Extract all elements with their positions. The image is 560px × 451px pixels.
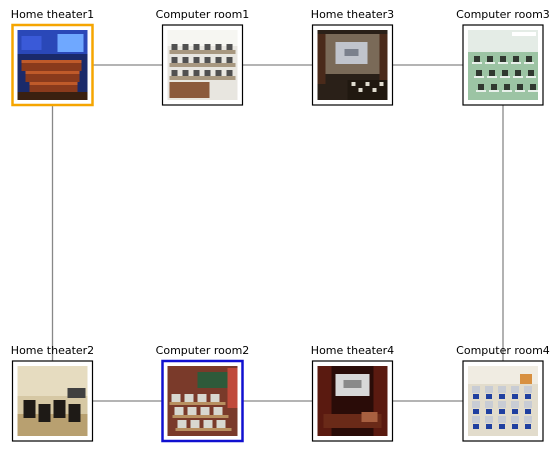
node-label: Home theater2 [11,344,94,357]
node-cr4[interactable]: Computer room4 [456,344,550,442]
node-label: Home theater1 [11,8,94,21]
node-cr1[interactable]: Computer room1 [156,8,250,106]
node-label: Home theater3 [311,8,394,21]
home-theater-photo [317,30,388,100]
node-label: Computer room4 [456,344,550,357]
node-ht4[interactable]: Home theater4 [311,344,394,442]
home-theater-photo [317,366,388,436]
node-label: Computer room2 [156,344,250,357]
home-theater-photo [17,366,88,436]
node-label: Home theater4 [311,344,394,357]
home-theater-photo [17,30,88,100]
node-ht1[interactable]: Home theater1 [11,8,94,107]
node-label: Computer room1 [156,8,250,21]
edges-layer [51,64,504,402]
computer-room-photo [468,366,538,436]
node-cr2[interactable]: Computer room2 [156,344,250,443]
node-ht2[interactable]: Home theater2 [11,344,94,442]
nodes-layer: Home theater1 Computer room1 Home theater3… [11,8,550,443]
computer-room-photo [167,30,238,100]
computer-room-photo [468,30,538,100]
node-label: Computer room3 [456,8,550,21]
computer-room-photo [167,366,238,436]
node-cr3[interactable]: Computer room3 [456,8,550,106]
node-ht3[interactable]: Home theater3 [311,8,394,106]
